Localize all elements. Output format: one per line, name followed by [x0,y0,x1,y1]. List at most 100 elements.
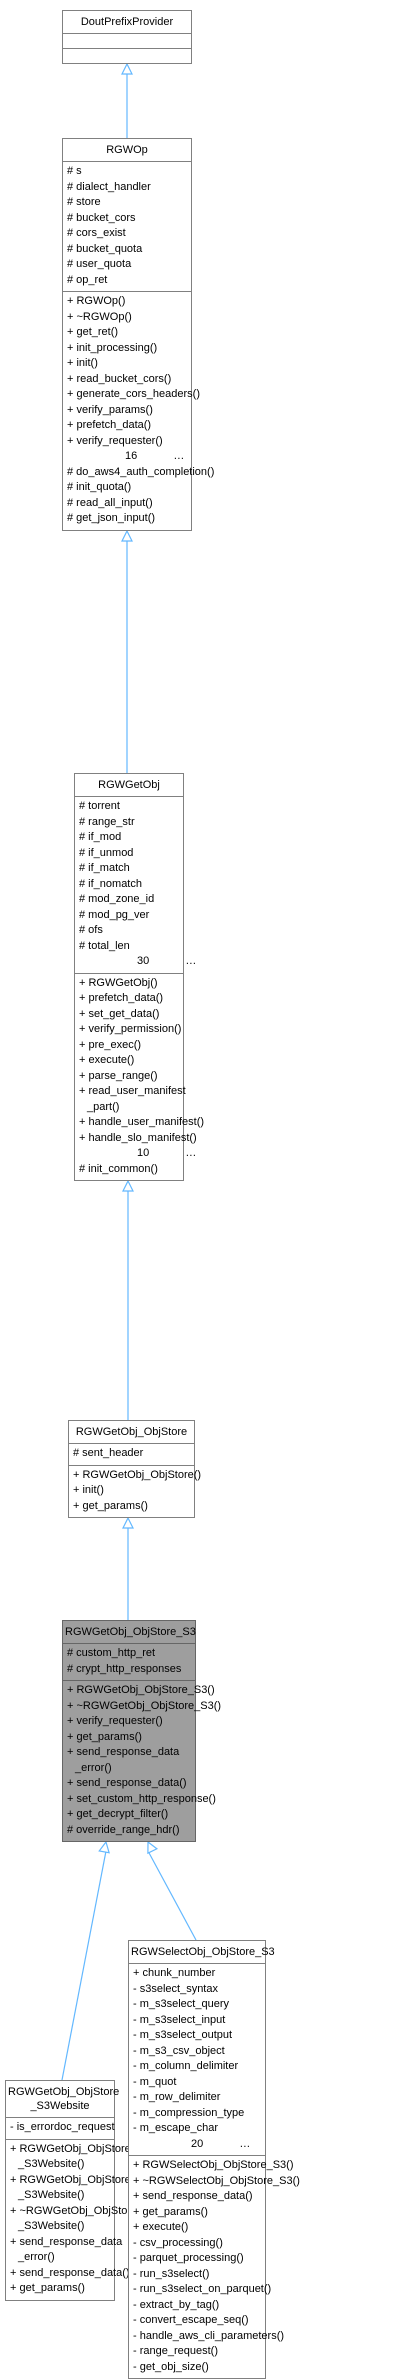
class-box-rgwop[interactable]: RGWOp# s# dialect_handler# store# bucket… [62,138,215,531]
method-item[interactable]: + parse_range() [79,1069,158,1082]
attribute-item[interactable]: 20 … [133,2137,251,2150]
attribute-item[interactable]: - m_s3select_input [133,2013,226,2026]
attribute-item[interactable]: # mod_zone_id [79,893,155,905]
method-item[interactable]: + RGWSelectObj_ObjStore_S3() [133,2159,294,2171]
attribute-item[interactable]: # op_ret [67,273,108,286]
method-item[interactable]: + read_user_manifest_part() [79,1085,186,1113]
class-box-doutprefixprovider[interactable]: DoutPrefixProvider [62,10,192,64]
attribute-item[interactable]: # if_match [79,862,130,874]
method-item[interactable]: + get_params() [73,1499,148,1512]
method-item[interactable]: + RGWGetObj() [79,976,158,989]
attribute-item[interactable]: - m_s3select_output [133,2029,233,2041]
method-item[interactable]: + handle_user_manifest() [79,1116,205,1128]
attribute-item[interactable]: # custom_http_ret [67,1647,156,1659]
method-item[interactable]: + verify_requester() [67,1715,163,1727]
method-item[interactable]: + send_response_data() [67,1777,187,1789]
method-item[interactable]: + init_processing() [67,341,158,354]
attribute-item[interactable]: # user_quota [67,258,132,270]
method-item[interactable]: - run_s3select() [133,2267,210,2280]
method-item[interactable]: - parquet_processing() [133,2252,244,2264]
class-box-rgwgetobj[interactable]: RGWGetObj# torrent# range_str# if_mod# i… [74,773,205,1181]
method-item[interactable]: + RGWGetObj_ObjStore_S3Website() [10,2142,131,2171]
method-item[interactable]: - get_obj_size() [133,2360,209,2373]
method-item[interactable]: # do_aws4_auth_completion() [67,465,215,478]
method-item[interactable]: + send_response_data_error() [10,2235,123,2264]
attribute-item[interactable]: # torrent [79,800,120,812]
method-item[interactable]: # read_all_input() [67,496,153,509]
method-item[interactable]: + execute() [133,2221,189,2233]
method-item[interactable]: # init_common() [79,1162,158,1175]
attribute-item[interactable]: - m_s3select_query [133,1998,229,2010]
method-item[interactable]: - range_request() [133,2345,218,2357]
attribute-item[interactable]: # mod_pg_ver [79,908,150,921]
class-box-rgwselectobj-objstore-s3[interactable]: RGWSelectObj_ObjStore_S3+ chunk_number- … [128,1940,300,2379]
method-item[interactable]: + handle_slo_manifest() [79,1131,197,1144]
method-item[interactable]: + prefetch_data() [67,419,152,431]
method-item[interactable]: + RGWGetObj_ObjStore() [73,1468,202,1481]
class-box-rgwgetobj-objstore-s3website[interactable]: RGWGetObj_ObjStore_S3Website- is_errordo… [5,2080,138,2301]
class-box-rgwgetobj-objstore[interactable]: RGWGetObj_ObjStore# sent_header+ RGWGetO… [68,1420,202,1518]
method-item[interactable]: + set_get_data() [79,1007,160,1020]
method-item[interactable]: + prefetch_data() [79,992,164,1004]
attribute-item[interactable]: 30 … [79,955,197,967]
method-item[interactable]: # get_json_input() [67,512,156,524]
attribute-item[interactable]: - m_escape_char [133,2122,218,2134]
attribute-item[interactable]: # cors_exist [67,227,126,239]
method-item[interactable]: + read_bucket_cors() [67,372,172,385]
method-item[interactable]: - convert_escape_seq() [133,2314,249,2326]
method-item[interactable]: + send_response_data() [10,2266,130,2279]
method-item[interactable]: + set_custom_http_response() [67,1792,216,1805]
method-item[interactable]: - extract_by_tag() [133,2298,220,2311]
method-item[interactable]: - run_s3select_on_parquet() [133,2283,272,2295]
method-item[interactable]: + verify_permission() [79,1023,182,1035]
attribute-item[interactable]: # if_mod [79,831,122,843]
attribute-item[interactable]: - m_quot [133,2075,177,2088]
method-item[interactable]: 16 … [67,450,185,462]
attribute-item[interactable]: # sent_header [73,1447,144,1459]
class-box-rgwgetobj-objstore-s3[interactable]: RGWGetObj_ObjStore_S3# custom_http_ret# … [62,1620,222,1842]
method-item[interactable]: + RGWOp() [67,295,126,307]
method-item[interactable]: - csv_processing() [133,2236,223,2249]
attribute-item[interactable]: - m_column_delimiter [133,2060,239,2072]
method-item[interactable]: 10 … [79,1147,197,1159]
attribute-item[interactable]: + chunk_number [133,1967,216,1979]
method-item[interactable]: + RGWGetObj_ObjStore_S3Website() [10,2173,131,2202]
method-item[interactable]: + get_ret() [67,326,119,338]
method-item[interactable]: + send_response_data_error() [67,1746,180,1774]
method-item[interactable]: + send_response_data() [133,2190,253,2202]
method-item[interactable]: + ~RGWOp() [67,310,132,323]
method-item[interactable]: + init() [67,357,98,369]
attribute-item[interactable]: # bucket_quota [67,242,143,255]
method-item[interactable]: + pre_exec() [79,1038,142,1051]
method-item[interactable]: + generate_cors_headers() [67,388,200,400]
method-item[interactable]: + get_params() [133,2205,208,2218]
attribute-item[interactable]: # range_str [79,815,135,828]
method-item[interactable]: + get_params() [67,1730,142,1743]
method-item[interactable]: # override_range_hdr() [67,1823,180,1836]
attribute-item[interactable]: # crypt_http_responses [67,1662,182,1675]
attribute-item[interactable]: # store [67,196,101,208]
method-item[interactable]: + ~RGWSelectObj_ObjStore_S3() [133,2174,300,2187]
attribute-item[interactable]: # dialect_handler [67,180,151,193]
method-item[interactable]: + get_decrypt_filter() [67,1808,169,1820]
attribute-item[interactable]: - m_row_delimiter [133,2091,221,2103]
method-item[interactable]: + ~RGWGetObj_ObjStore_S3() [67,1699,222,1712]
attribute-item[interactable]: # bucket_cors [67,211,136,224]
attribute-item[interactable]: # total_len [79,939,130,952]
attribute-item[interactable]: - is_errordoc_request [10,2121,115,2133]
attribute-item[interactable]: # if_unmod [79,846,134,859]
method-item[interactable]: # init_quota() [67,481,132,493]
attribute-item[interactable]: # s [67,165,82,177]
method-item[interactable]: + ~RGWGetObj_ObjStore_S3Website() [10,2204,138,2233]
attribute-item[interactable]: # ofs [79,924,103,936]
method-item[interactable]: + execute() [79,1054,135,1066]
method-item[interactable]: + get_params() [10,2282,85,2294]
method-item[interactable]: + verify_requester() [67,434,163,447]
method-item[interactable]: + RGWGetObj_ObjStore_S3() [67,1684,215,1696]
method-item[interactable]: + verify_params() [67,403,153,416]
method-item[interactable]: - handle_aws_cli_parameters() [133,2329,285,2342]
attribute-item[interactable]: - m_s3_csv_object [133,2044,225,2057]
method-item[interactable]: + init() [73,1484,104,1496]
attribute-item[interactable]: - s3select_syntax [133,1982,218,1995]
attribute-item[interactable]: # if_nomatch [79,877,142,890]
